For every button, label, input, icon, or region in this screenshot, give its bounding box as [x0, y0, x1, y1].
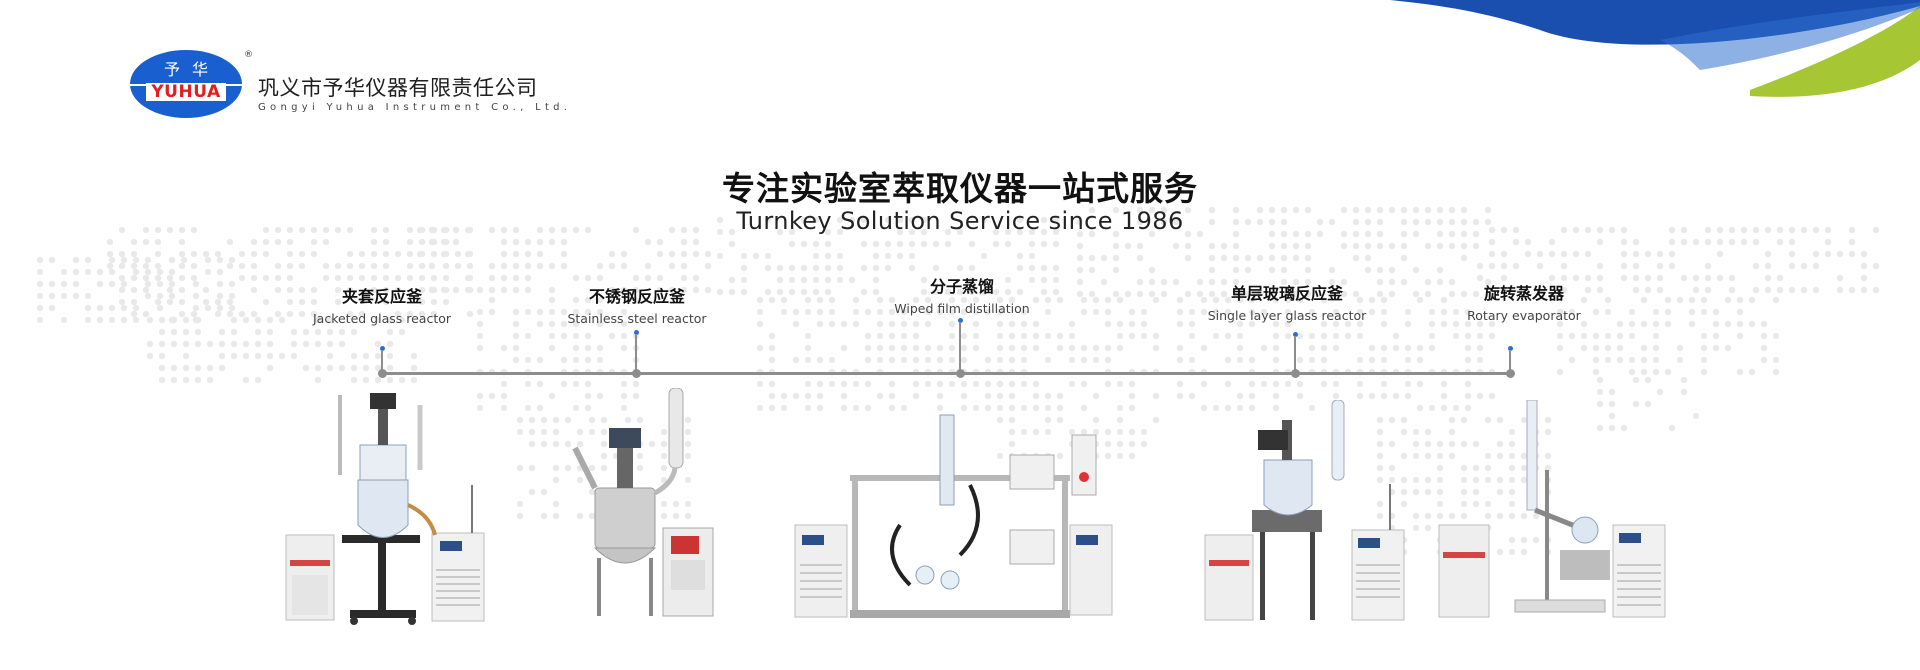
timeline-node	[956, 369, 965, 378]
company-name-en: Gongyi Yuhua Instrument Co., Ltd.	[258, 102, 572, 113]
product-name-cn: 旋转蒸发器	[1483, 284, 1564, 303]
product-label-rotary[interactable]: 旋转蒸发器 Rotary evaporator	[1404, 280, 1644, 323]
logo-ellipse: 予华 YUHUA	[130, 50, 242, 118]
headline-cn: 专注实验室萃取仪器一站式服务	[722, 169, 1198, 208]
timeline-stem	[381, 350, 383, 372]
decorative-swoosh	[1390, 0, 1920, 97]
timeline-node	[1291, 369, 1300, 378]
registered-mark: ®	[244, 50, 253, 60]
timeline-stem	[959, 322, 961, 372]
logo-band	[146, 83, 226, 101]
product-label-wiped-film[interactable]: 分子蒸馏 Wiped film distillation	[842, 273, 1082, 316]
timeline-marker	[958, 318, 963, 323]
logo-top-text: 予华	[163, 60, 220, 79]
timeline-marker	[1293, 332, 1298, 337]
product-name-cn: 分子蒸馏	[929, 277, 994, 296]
company-logo: 予华 YUHUA ®	[130, 50, 253, 120]
timeline-stem	[1509, 350, 1511, 372]
timeline-node	[378, 369, 387, 378]
product-name-en: Wiped film distillation	[894, 301, 1030, 316]
headline-en: Turnkey Solution Service since 1986	[736, 207, 1184, 235]
company-name-cn: 巩义市予华仪器有限责任公司	[258, 76, 538, 100]
product-name-en: Rotary evaporator	[1467, 308, 1581, 323]
product-name-cn: 不锈钢反应釜	[588, 287, 685, 306]
rotary-evaporator-image	[1438, 400, 1666, 618]
wiped-film-distillation-image	[794, 414, 1113, 618]
timeline-marker	[1508, 346, 1513, 351]
product-label-single-layer[interactable]: 单层玻璃反应釜 Single layer glass reactor	[1167, 280, 1407, 323]
product-name-en: Stainless steel reactor	[567, 311, 707, 326]
timeline-marker	[380, 346, 385, 351]
product-label-stainless[interactable]: 不锈钢反应釜 Stainless steel reactor	[517, 283, 757, 326]
stainless-reactor-image	[572, 388, 714, 617]
logo-bottom-text: YUHUA	[151, 82, 221, 102]
timeline-stem	[1294, 336, 1296, 372]
timeline-node	[1506, 369, 1515, 378]
product-label-jacketed[interactable]: 夹套反应釜 Jacketed glass reactor	[262, 283, 502, 326]
timeline-marker	[634, 330, 639, 335]
timeline-node	[632, 369, 641, 378]
product-name-cn: 夹套反应釜	[341, 287, 422, 306]
single-layer-reactor-image	[1204, 400, 1405, 621]
product-name-cn: 单层玻璃反应釜	[1230, 284, 1343, 303]
product-name-en: Single layer glass reactor	[1207, 308, 1367, 323]
timeline-line	[380, 372, 1510, 375]
jacketed-reactor-image	[285, 393, 485, 625]
product-name-en: Jacketed glass reactor	[312, 311, 452, 326]
timeline-stem	[635, 334, 637, 372]
